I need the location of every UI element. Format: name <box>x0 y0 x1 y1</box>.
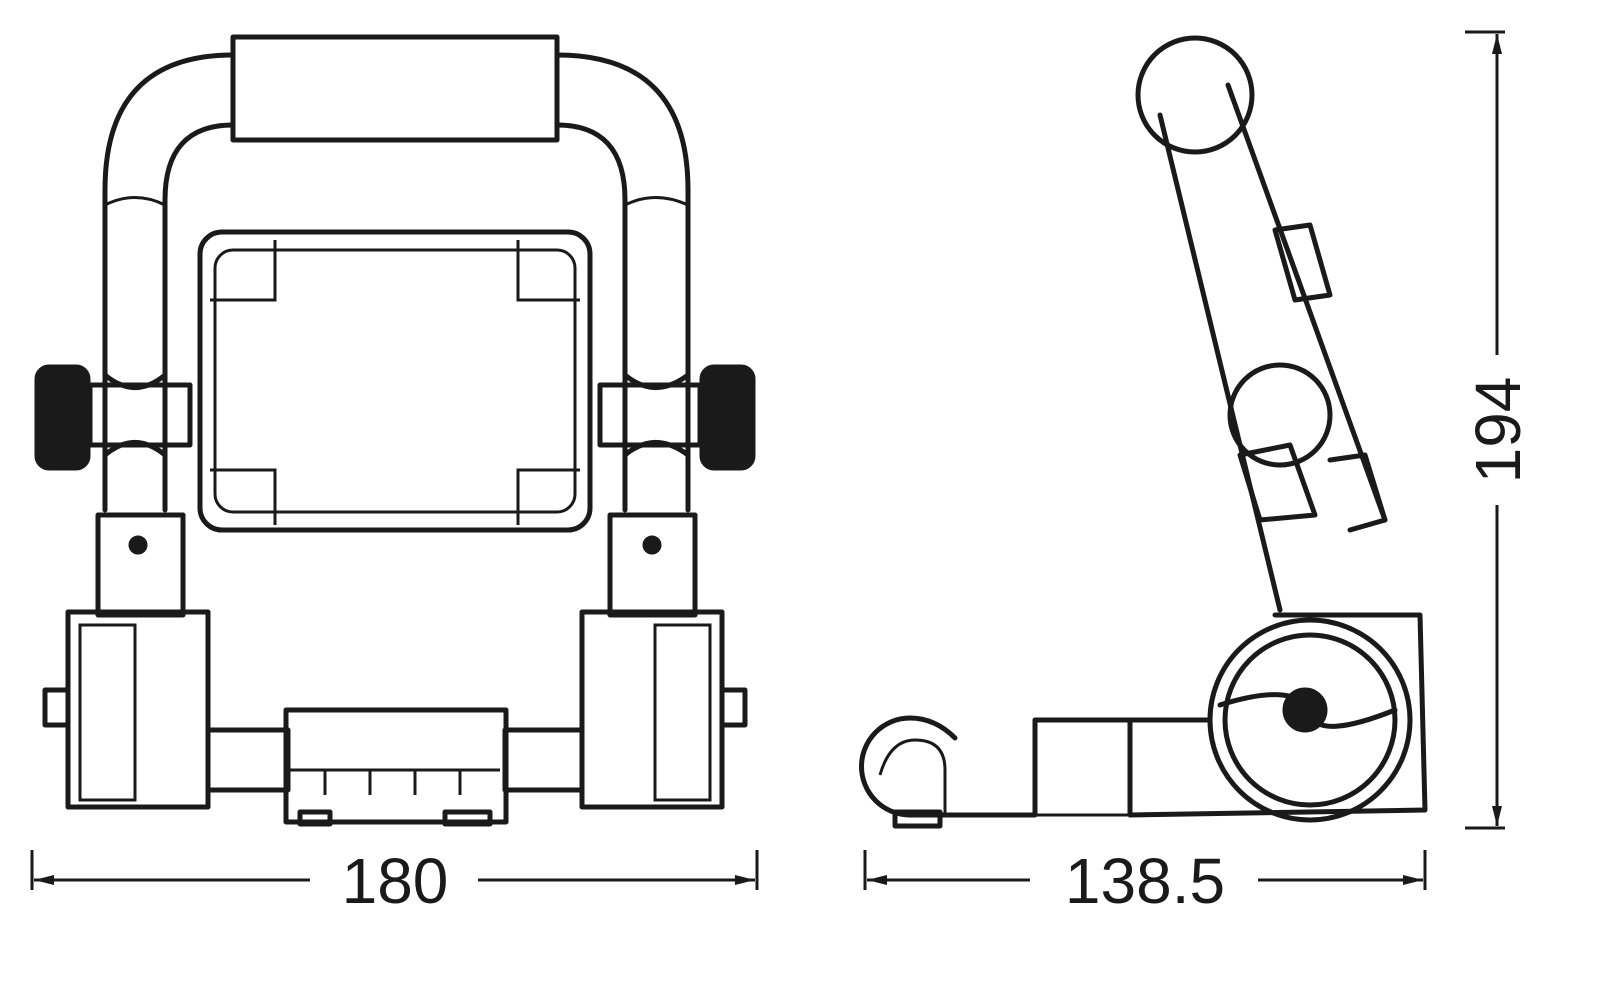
dimension-height: 194 <box>1462 30 1534 830</box>
handle-grip <box>230 34 560 143</box>
front-view <box>34 34 756 827</box>
lamp-lens <box>213 248 577 514</box>
right-knob-icon <box>699 364 756 471</box>
side-arm <box>1157 82 1388 613</box>
side-foot <box>859 715 1133 818</box>
dimension-depth: 138.5 <box>863 845 1427 917</box>
lamp-frame <box>197 229 593 533</box>
pivot-knob <box>1227 362 1333 468</box>
rotary-base-outer <box>1207 617 1413 823</box>
left-foot <box>65 609 211 810</box>
dimension-width: 180 <box>30 845 759 917</box>
switch-box <box>283 707 509 825</box>
handle-end <box>1135 35 1255 155</box>
right-foot <box>579 609 725 810</box>
side-view <box>859 35 1428 829</box>
width-label: 180 <box>342 845 449 917</box>
handle-inner <box>162 122 628 513</box>
height-label: 194 <box>1462 377 1534 484</box>
handle-outer <box>102 52 691 513</box>
depth-label: 138.5 <box>1065 845 1225 917</box>
left-knob-icon <box>34 364 91 471</box>
